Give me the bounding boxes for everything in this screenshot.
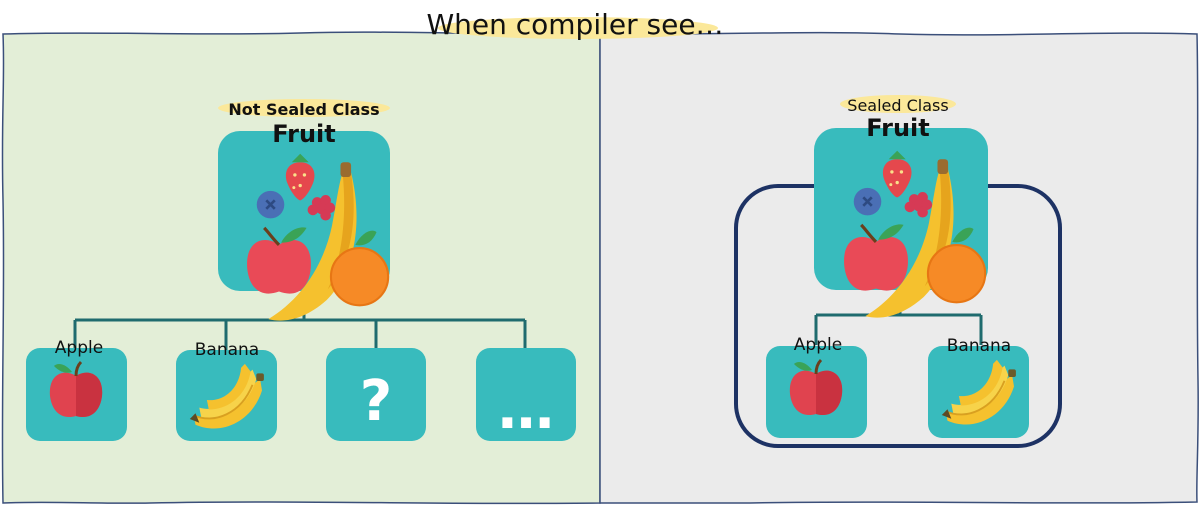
child-label: Banana [947, 336, 1011, 356]
title-highlight [438, 17, 718, 39]
ellipsis-icon: … [498, 377, 554, 442]
child-label: Apple [794, 335, 842, 355]
left-child-unknown: ? [326, 348, 426, 441]
question-mark-icon: ? [360, 369, 392, 434]
left-class-badge: Not Sealed Class [228, 100, 379, 119]
left-child-banana: Banana [176, 340, 277, 441]
diagram-title: When compiler see… [426, 8, 723, 41]
left-child-apple: Apple [26, 338, 127, 441]
right-child-apple: Apple [766, 335, 867, 438]
right-class-badge: Sealed Class [847, 96, 948, 115]
left-badge-highlight [218, 99, 390, 117]
left-child-more: … [476, 348, 576, 442]
right-parent-label: Fruit [866, 114, 929, 142]
right-child-banana: Banana [928, 336, 1029, 438]
right-badge-highlight [840, 95, 956, 113]
child-label: Apple [55, 338, 103, 358]
left-parent-label: Fruit [272, 120, 335, 148]
child-label: Banana [195, 340, 259, 360]
